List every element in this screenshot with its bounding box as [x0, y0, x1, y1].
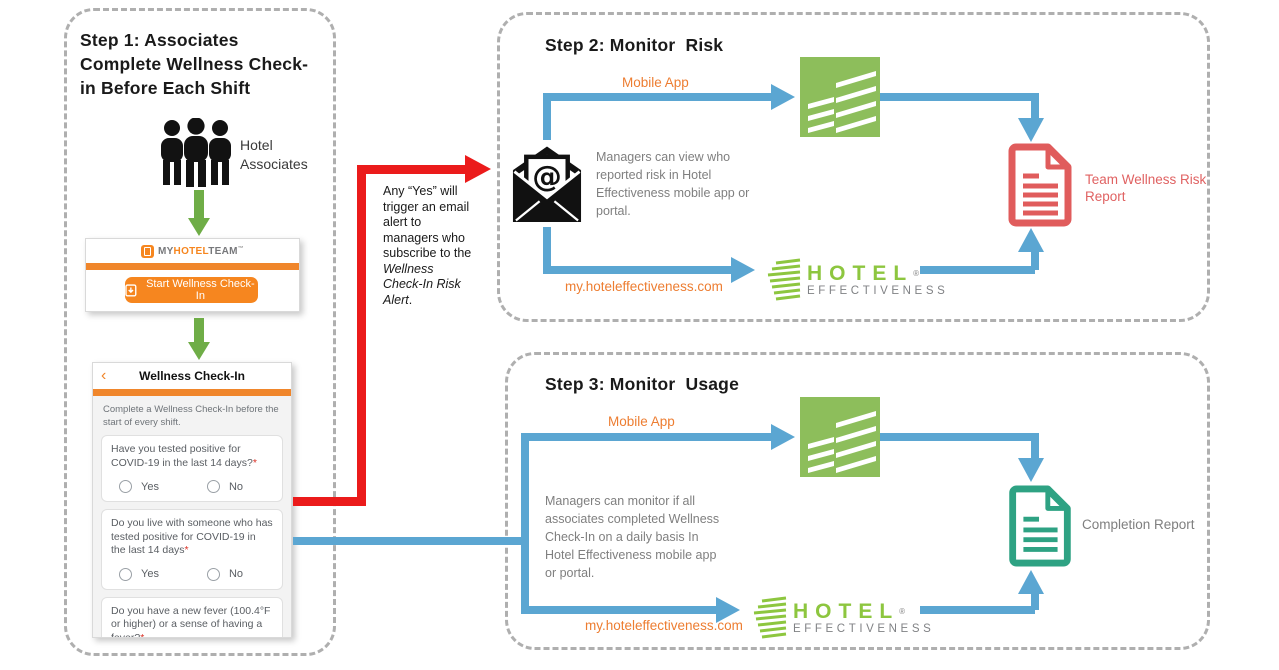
step2-title: Step 2: Monitor Risk	[545, 35, 724, 55]
green-arrow-2-head	[188, 342, 210, 360]
alert-note: Any “Yes” will trigger an email alert to…	[383, 184, 472, 307]
step3-title: Step 3: Monitor Usage	[545, 374, 740, 394]
step2-hline-from-building	[880, 93, 1035, 101]
step1-title: Step 1: Associates Complete Wellness Che…	[80, 30, 309, 98]
question-3-text: Do you have a new fever (100.4°F or high…	[111, 605, 273, 638]
step2-arrowhead-to-building	[771, 84, 795, 110]
step3-vline-main	[521, 433, 529, 614]
blue-connector-step1-step3	[293, 537, 529, 545]
step2-portal-label: my.hoteleffectiveness.com	[565, 279, 723, 294]
step1-panel	[64, 8, 336, 656]
step3-hline-from-logo	[920, 606, 1035, 614]
question-card-3: Do you have a new fever (100.4°F or high…	[101, 596, 283, 638]
q2-yes-radio[interactable]	[119, 567, 132, 581]
question-card-1: Have you tested positive for COVID-19 in…	[101, 435, 283, 502]
form-title: Wellness Check-In	[139, 369, 245, 383]
q2-no-label: No	[228, 568, 244, 580]
app-orange-bar	[86, 263, 299, 270]
completion-report-label: Completion Report	[1082, 517, 1195, 532]
hotel-associates-icon	[161, 118, 231, 187]
q1-no-label: No	[228, 480, 244, 493]
question-1-text: Have you tested positive for COVID-19 in…	[111, 443, 257, 469]
hotel-effectiveness-wordmark: HOTEL® EFFECTIVENESS	[807, 262, 949, 298]
step3-hline-top	[521, 433, 773, 441]
required-asterisk: *	[140, 631, 145, 638]
step3-arrowhead-to-report-bottom	[1018, 570, 1044, 594]
step3-vline-up	[1031, 590, 1039, 610]
q1-no-radio[interactable]	[206, 480, 220, 493]
step3-hline-bottom	[521, 606, 718, 614]
completion-report-document-icon	[1009, 485, 1071, 567]
red-connector-bottom	[293, 497, 366, 506]
risk-report-document-icon	[1008, 143, 1072, 227]
question-1-options: Yes No	[111, 480, 273, 493]
form-orange-bar	[93, 389, 291, 396]
green-arrow-2-shaft	[194, 318, 204, 344]
hotel-effectiveness-lines-icon	[767, 258, 801, 301]
step2-description: Managers can view who reported risk in H…	[596, 150, 750, 218]
start-checkin-clipboard-icon	[125, 284, 137, 297]
myhotelteam-logo: MYHOTELTEAM™	[86, 239, 299, 263]
hotel-associates-label: Hotel Associates	[240, 137, 308, 172]
step2-mobile-app-label: Mobile App	[622, 75, 689, 90]
form-header: ‹ Wellness Check-In	[93, 363, 291, 389]
step3-hline-from-building	[880, 433, 1035, 441]
myhotelteam-logo-text: MYHOTELTEAM™	[157, 245, 245, 257]
step2-vline-above-email	[543, 93, 551, 140]
hotel-effectiveness-logo: HOTEL® EFFECTIVENESS	[762, 257, 948, 303]
mobile-app-building-icon	[800, 57, 880, 137]
step2-vline-up	[1031, 248, 1039, 270]
red-connector-vertical	[357, 165, 366, 506]
wellness-checkin-form-card: ‹ Wellness Check-In Complete a Wellness …	[92, 362, 292, 638]
hotel-effectiveness-logo: HOTEL® EFFECTIVENESS	[748, 595, 934, 641]
question-2-options: Yes No	[111, 567, 273, 581]
step2-arrowhead-to-report-bottom	[1018, 228, 1044, 252]
q2-no-radio[interactable]	[206, 567, 220, 581]
step2-arrowhead-to-logo	[731, 257, 755, 283]
start-button-label: Start Wellness Check-In	[146, 278, 255, 302]
email-alert-icon: @	[512, 146, 582, 222]
myhotelteam-app-icon	[140, 244, 154, 258]
svg-text:@: @	[532, 159, 562, 193]
step3-arrowhead-to-report-top	[1018, 458, 1044, 482]
q1-yes-radio[interactable]	[119, 480, 132, 493]
green-arrow-1-head	[188, 218, 210, 236]
form-intro-text: Complete a Wellness Check-In before the …	[103, 404, 279, 428]
step2-vline-below-email	[543, 227, 551, 267]
required-asterisk: *	[252, 456, 257, 469]
hotel-effectiveness-wordmark: HOTEL® EFFECTIVENESS	[793, 600, 935, 636]
required-asterisk: *	[184, 544, 189, 556]
step2-hline-from-logo	[920, 266, 1035, 274]
step3-mobile-app-label: Mobile App	[608, 414, 675, 429]
step2-hline-bottom	[543, 266, 733, 274]
start-wellness-checkin-button[interactable]: Start Wellness Check-In	[125, 277, 258, 303]
question-2-text: Do you live with someone who has tested …	[111, 517, 273, 556]
question-card-2: Do you live with someone who has tested …	[101, 509, 283, 590]
mobile-app-building-icon	[800, 397, 880, 477]
step3-arrowhead-to-logo	[716, 597, 740, 623]
step3-arrowhead-to-building	[771, 424, 795, 450]
q2-yes-label: Yes	[141, 568, 159, 580]
step3-vline-down	[1031, 433, 1039, 461]
red-connector-top	[357, 165, 465, 174]
step3-description: Managers can monitor if all associates c…	[545, 494, 720, 580]
red-arrowhead	[465, 155, 491, 183]
step2-vline-down	[1031, 93, 1039, 121]
green-arrow-1-shaft	[194, 190, 204, 220]
q1-yes-label: Yes	[141, 480, 159, 493]
step2-panel	[497, 12, 1210, 322]
hotel-effectiveness-lines-icon	[753, 596, 787, 639]
back-chevron-icon[interactable]: ‹	[101, 367, 107, 384]
step2-arrowhead-to-report-top	[1018, 118, 1044, 142]
step2-hline-top	[543, 93, 773, 101]
team-wellness-risk-report-label: Team Wellness Risk Report	[1085, 172, 1207, 204]
step3-panel	[505, 352, 1210, 650]
step3-portal-label: my.hoteleffectiveness.com	[585, 618, 743, 633]
